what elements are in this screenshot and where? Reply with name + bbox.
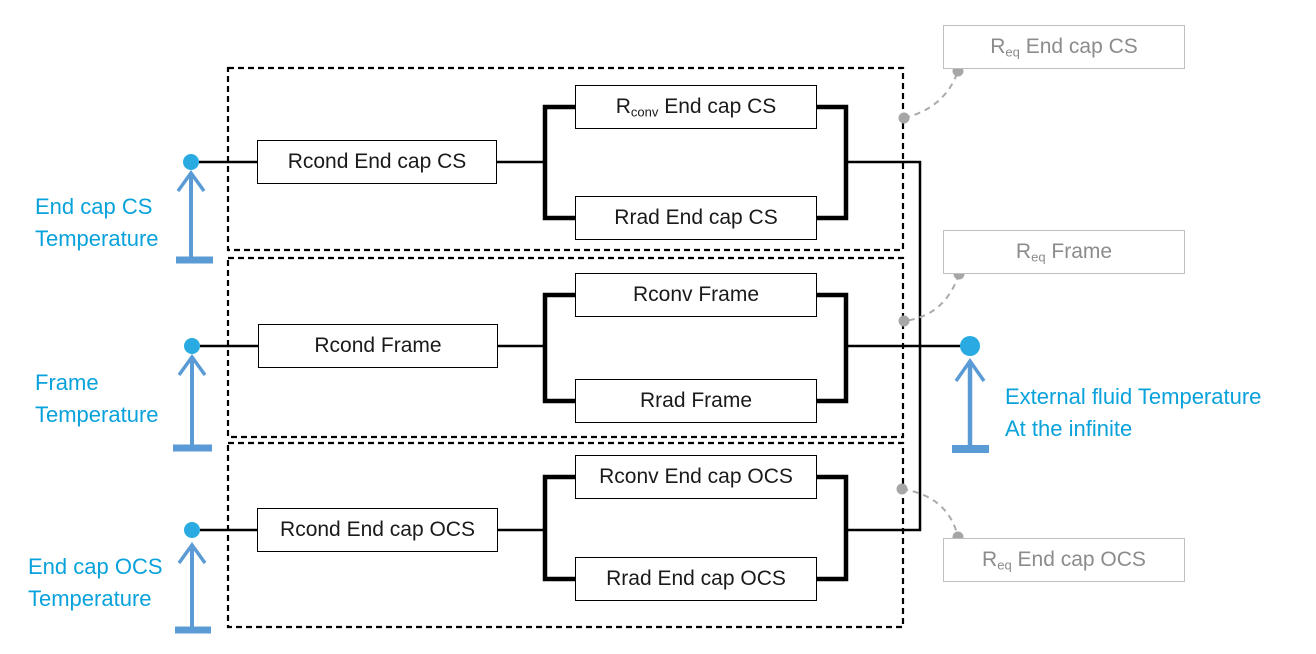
callout-dot-circuit-ocs (896, 483, 908, 495)
resistor-box-rrad-end-cap-cs: Rrad End cap CS (575, 196, 817, 240)
node-dot-end-cap-cs (183, 154, 199, 170)
temperature-label-end-cap-cs: End cap CS Temperature (35, 191, 159, 255)
callout-dot-circuit-frame (898, 315, 910, 327)
label-line-2: At the infinite (1005, 416, 1133, 441)
req-box-end-cap-ocs: Req End cap OCS (943, 538, 1185, 582)
req-label: Req End cap OCS (982, 547, 1146, 573)
rconv-label: Rconv End cap CS (615, 94, 777, 120)
branch-group-end-cap-ocs (226, 441, 905, 629)
arrow-head-icon (954, 357, 986, 383)
node-dot-frame (184, 338, 200, 354)
req-label: Req Frame (1015, 239, 1113, 265)
node-dot-end-cap-ocs (184, 522, 200, 538)
label-line-1: End cap OCS (28, 554, 163, 579)
temperature-label-external-fluid: External fluid Temperature At the infini… (1005, 381, 1261, 445)
callout-curve-req-end-cap-cs (903, 70, 959, 119)
parallel-join-right-ocs (816, 474, 849, 582)
resistor-box-rcond-frame: Rcond Frame (258, 324, 498, 368)
label-line-1: Frame (35, 370, 99, 395)
req-box-frame: Req Frame (943, 230, 1185, 274)
branch-group-end-cap-cs (226, 66, 905, 252)
req-box-end-cap-cs: Req End cap CS (943, 25, 1185, 69)
parallel-split-left-cs (542, 104, 576, 221)
temperature-label-end-cap-ocs: End cap OCS Temperature (28, 551, 163, 615)
resistor-box-rcond-end-cap-cs: Rcond End cap CS (257, 140, 497, 184)
temperature-arrow-end-cap-ocs (175, 542, 211, 634)
label-line-1: End cap CS (35, 194, 153, 219)
callout-curve-req-frame (903, 273, 960, 322)
branch-group-frame (226, 256, 905, 439)
temperature-label-frame: Frame Temperature (35, 367, 159, 431)
arrow-head-icon (176, 170, 206, 193)
parallel-split-left-frame (542, 292, 576, 404)
callout-dot-circuit-cs (898, 112, 910, 124)
arrow-head-icon (177, 542, 207, 565)
temperature-arrow-end-cap-cs (176, 170, 213, 264)
arrow-head-icon (177, 354, 207, 377)
label-line-2: Temperature (28, 586, 152, 611)
resistor-box-rrad-end-cap-ocs: Rrad End cap OCS (575, 557, 817, 601)
parallel-join-right-frame (816, 292, 849, 404)
callout-curve-req-end-cap-ocs (901, 488, 959, 538)
resistor-box-rconv-end-cap-cs: Rconv End cap CS (575, 85, 817, 129)
label-line-1: External fluid Temperature (1005, 384, 1262, 409)
label-line-2: Temperature (35, 402, 159, 427)
resistor-box-rconv-frame: Rconv Frame (575, 273, 817, 317)
temperature-arrow-frame (173, 354, 212, 452)
resistor-box-rconv-end-cap-ocs: Rconv End cap OCS (575, 455, 817, 499)
req-label: Req End cap CS (990, 34, 1138, 60)
resistor-box-rcond-end-cap-ocs: Rcond End cap OCS (257, 508, 498, 552)
parallel-join-right-cs (816, 104, 849, 221)
node-dot-external-fluid (960, 336, 980, 356)
label-line-2: Temperature (35, 226, 159, 251)
temperature-arrow-external-fluid (952, 357, 989, 453)
resistor-box-rrad-frame: Rrad Frame (575, 379, 817, 423)
parallel-split-left-ocs (542, 474, 576, 582)
